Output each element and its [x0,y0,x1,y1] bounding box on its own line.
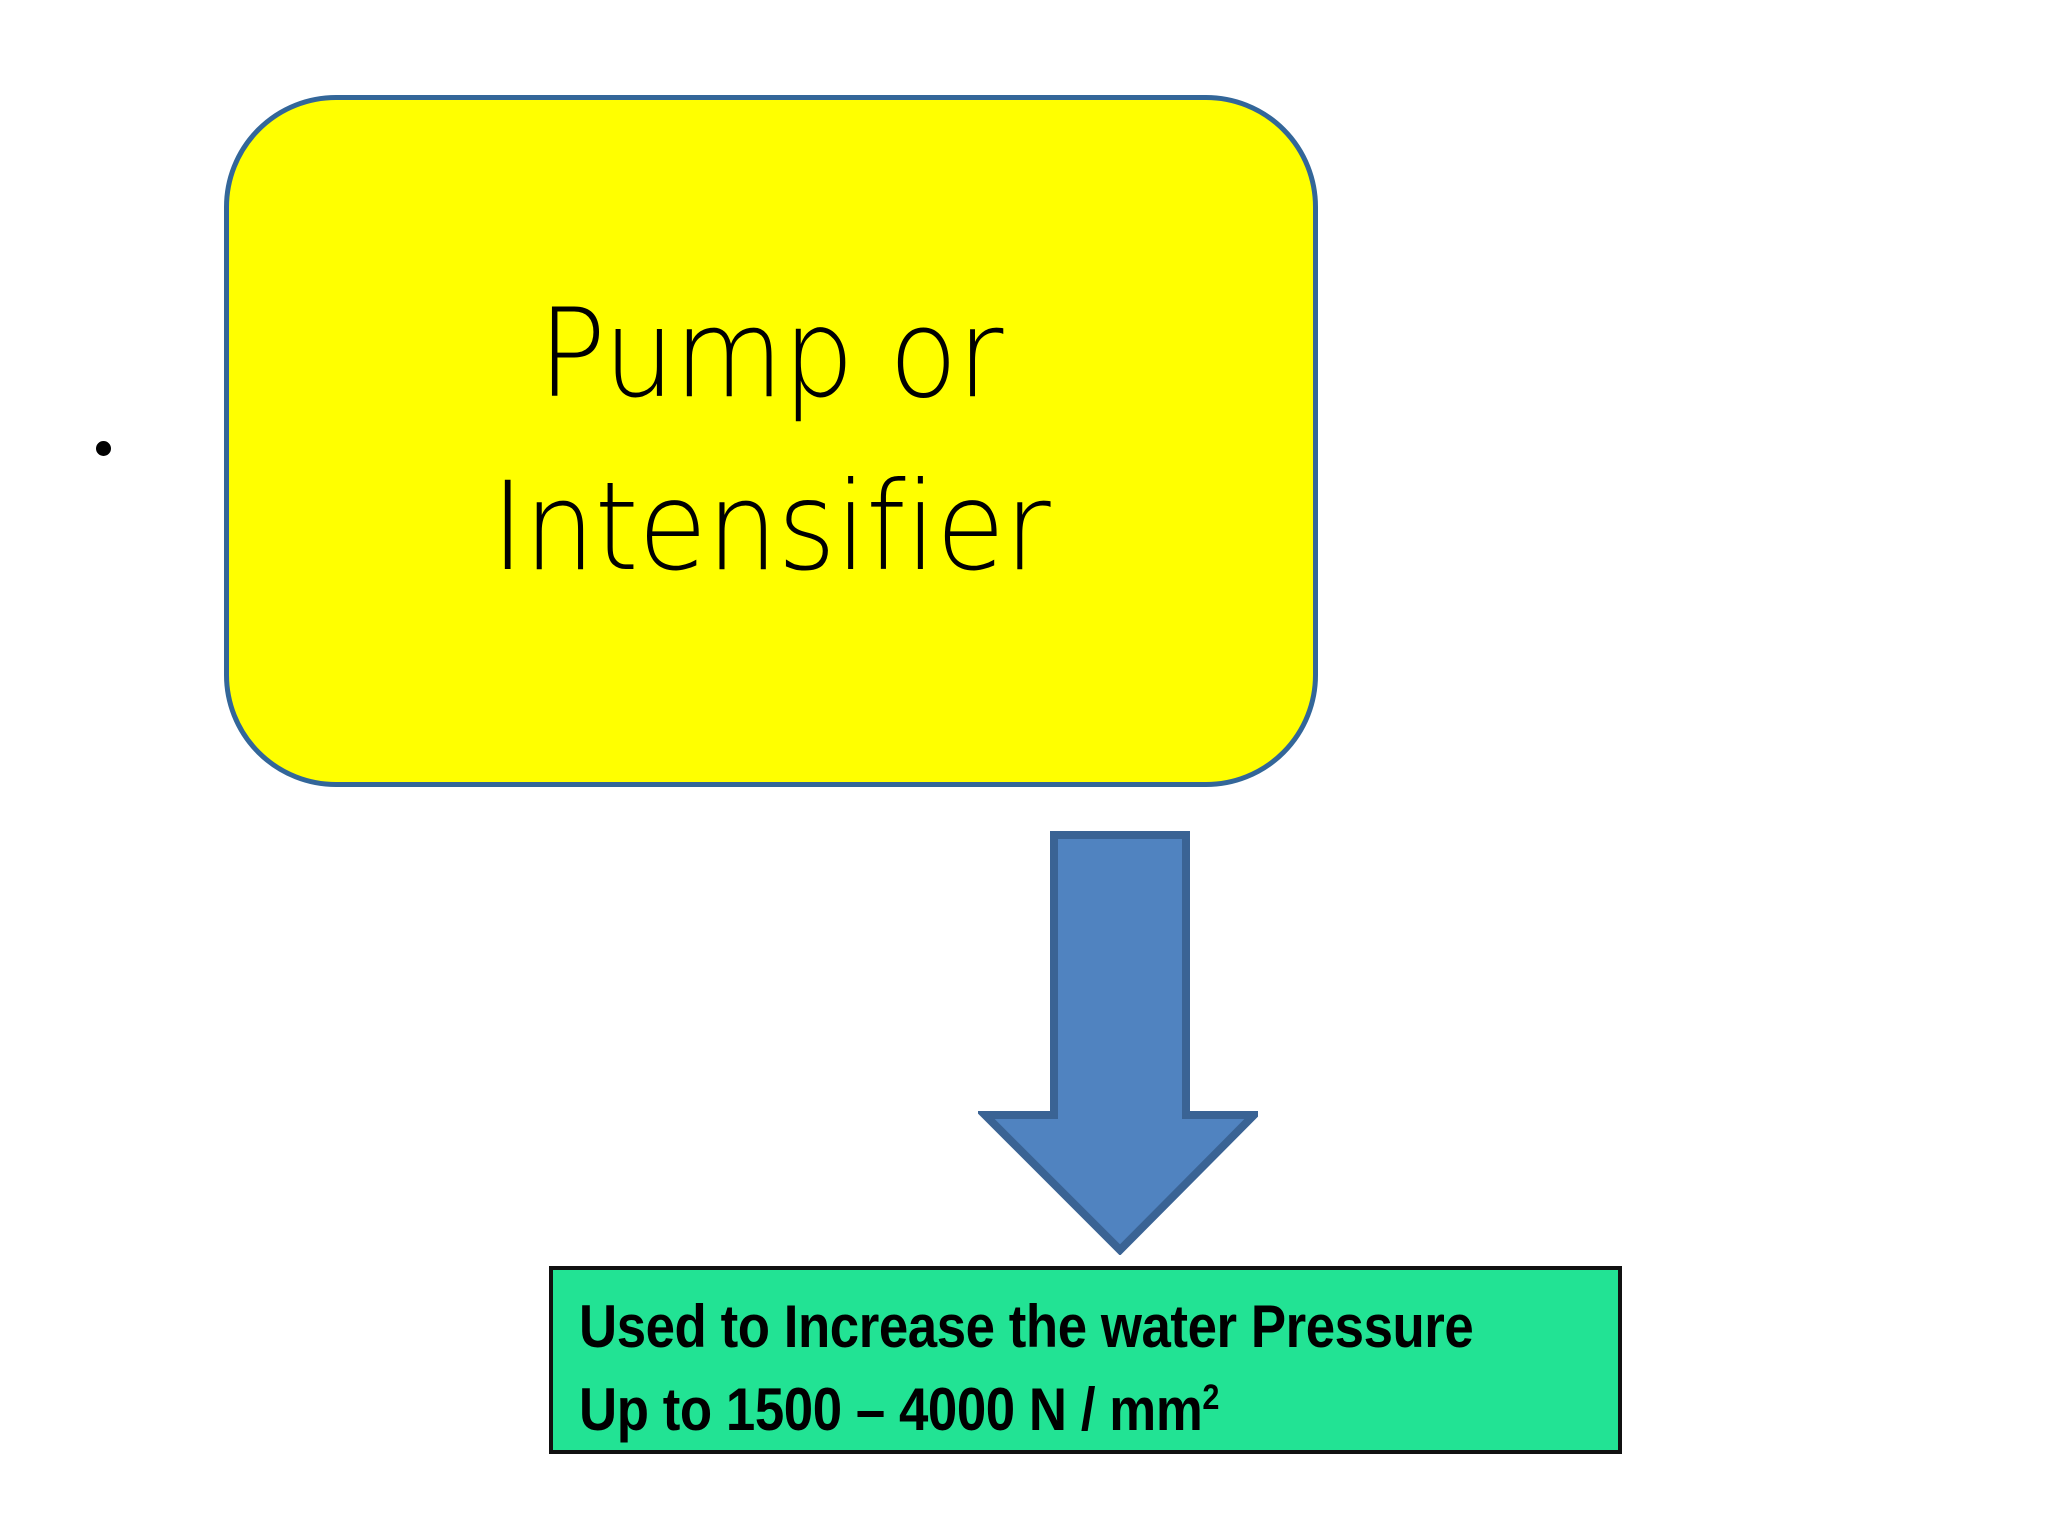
pump-box-line-1: Pump or [538,283,1004,426]
pump-or-intensifier-box[interactable]: Pump or Intensifier [224,95,1318,787]
result-description-box[interactable]: Used to Increase the water Pressure Up t… [549,1266,1622,1454]
down-arrow-shape[interactable] [975,831,1264,1256]
result-line-2: Up to 1500 – 4000 N / mm2 [579,1369,1493,1452]
pump-box-line-2: Intensifier [491,456,1051,598]
result-line-2-superscript: 2 [1202,1377,1219,1417]
result-line-2-text: Up to 1500 – 4000 N / mm [579,1375,1203,1443]
result-line-1: Used to Increase the water Pressure [579,1293,1474,1360]
down-arrow-icon [975,831,1264,1256]
bullet-dot [96,441,111,456]
